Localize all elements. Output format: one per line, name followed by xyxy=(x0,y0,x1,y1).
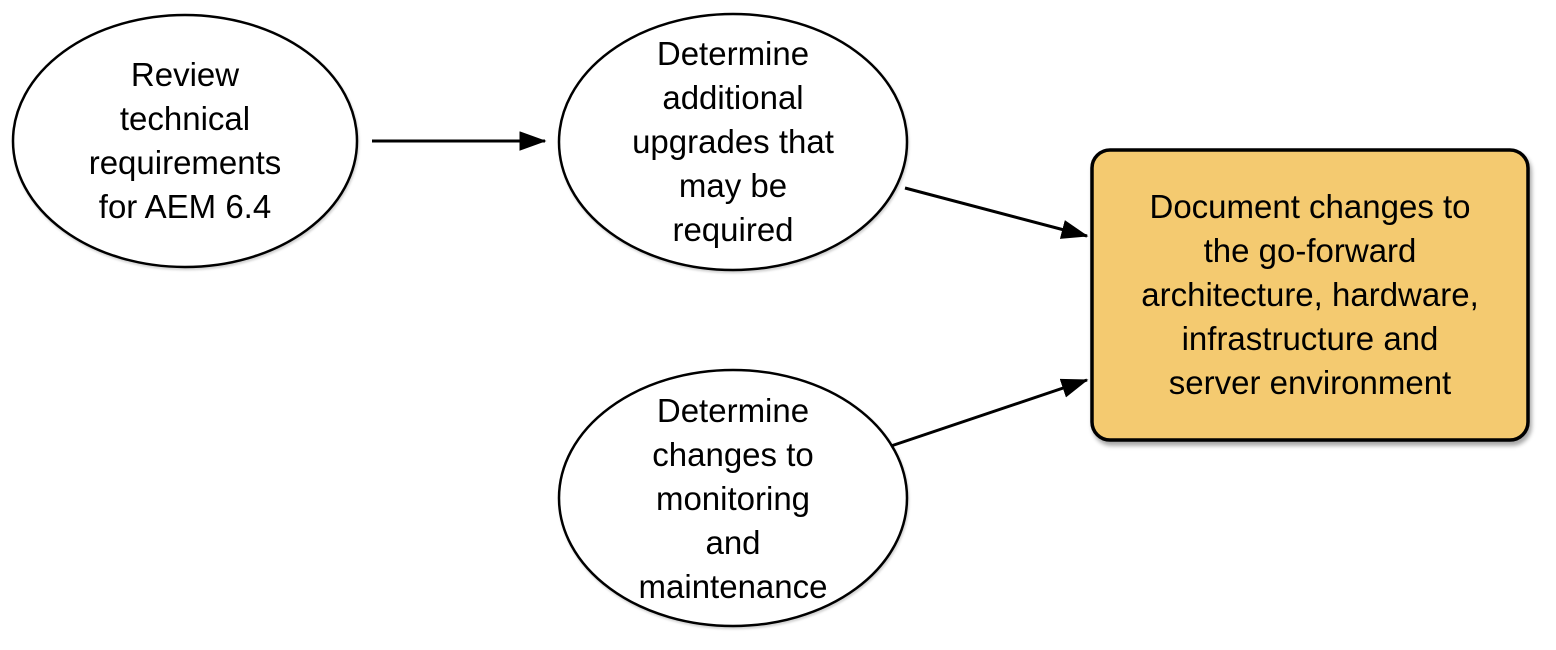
edge-monitoring-to-document-arrow xyxy=(890,378,1089,448)
node-determine-upgrades-ellipse xyxy=(557,12,909,272)
node-document-changes-rect xyxy=(1090,148,1530,442)
edge-upgrades-to-document-arrow xyxy=(904,186,1089,239)
node-review-requirements-ellipse xyxy=(11,13,359,269)
node-determine-monitoring-ellipse xyxy=(557,368,909,628)
